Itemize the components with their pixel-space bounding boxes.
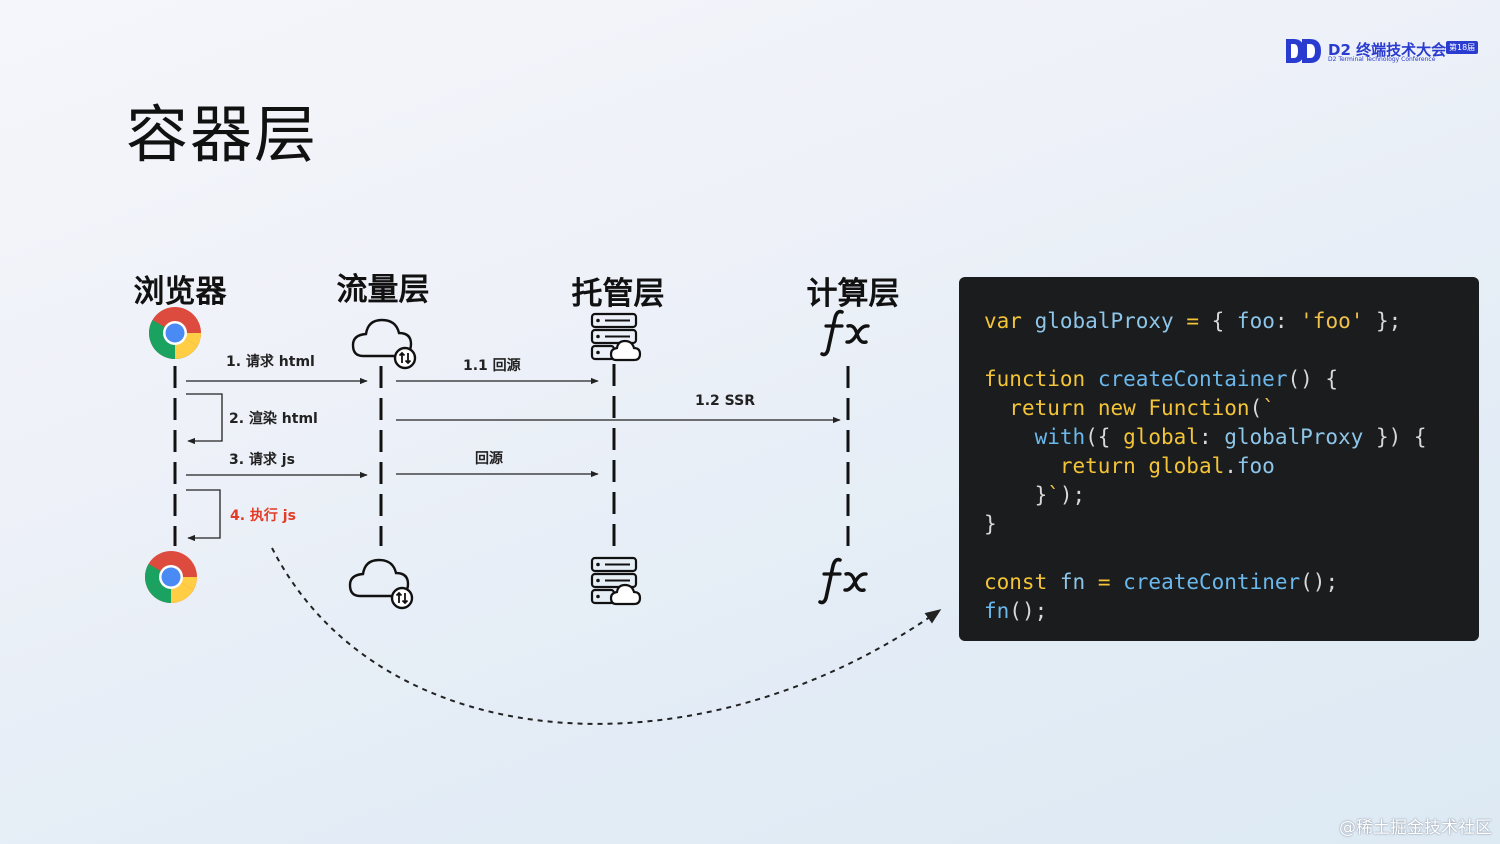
code-line: with({ global: globalProxy }) { xyxy=(984,423,1479,452)
code-line: function createContainer() { xyxy=(984,365,1479,394)
fx-function-icon xyxy=(818,557,868,605)
code-block: var globalProxy = { foo: 'foo' }; functio… xyxy=(984,307,1479,626)
code-token: Function xyxy=(1148,396,1250,420)
code-token: global xyxy=(1123,425,1199,449)
message-request-html: 1. 请求 html xyxy=(226,354,315,370)
message-back-to-origin-2: 回源 xyxy=(475,451,503,467)
code-token: { xyxy=(1198,309,1237,333)
chrome-icon xyxy=(145,551,197,603)
code-token xyxy=(984,454,1060,478)
dashed-curve-to-code xyxy=(271,547,942,725)
code-token: (); xyxy=(1009,599,1048,623)
code-token: ` xyxy=(1047,483,1060,507)
code-token: : xyxy=(1198,425,1225,449)
code-token: : xyxy=(1274,309,1301,333)
code-token: 'foo' xyxy=(1300,309,1364,333)
fx-function-icon xyxy=(820,309,870,357)
code-token xyxy=(984,396,1009,420)
code-token xyxy=(1174,309,1187,333)
message-execute-js: 4. 执行 js xyxy=(230,508,296,524)
code-token: foo xyxy=(1236,454,1275,478)
code-line: const fn = createContiner(); xyxy=(984,568,1479,597)
cloud-sync-icon xyxy=(351,318,417,370)
code-token: (); xyxy=(1300,570,1339,594)
code-token: return xyxy=(1059,454,1136,478)
d2-logo-icon xyxy=(1286,39,1321,63)
code-token xyxy=(1136,454,1149,478)
code-token: createContainer xyxy=(1097,367,1288,391)
code-token: . xyxy=(1224,454,1237,478)
code-token: } xyxy=(984,483,1048,507)
cloud-sync-icon xyxy=(348,558,414,610)
code-token xyxy=(1047,570,1060,594)
server-cloud-icon xyxy=(590,312,642,362)
code-token: foo xyxy=(1236,309,1275,333)
code-token: const xyxy=(984,570,1048,594)
code-panel: var globalProxy = { foo: 'foo' }; functio… xyxy=(959,277,1479,641)
server-cloud-icon xyxy=(590,556,642,606)
message-back-to-origin-1: 1.1 回源 xyxy=(463,358,521,374)
conference-edition-badge: 第18届 xyxy=(1446,41,1479,54)
code-token xyxy=(1085,396,1098,420)
code-line: }`); xyxy=(984,481,1479,510)
code-token: ( xyxy=(1249,396,1263,420)
conference-logo: D2 终端技术大会 第18届 D2 Terminal Technology Co… xyxy=(1284,36,1480,70)
code-token: }) { xyxy=(1363,425,1427,449)
code-token: } xyxy=(984,512,997,536)
code-token: = xyxy=(1186,309,1199,333)
watermark: @稀土掘金技术社区 xyxy=(1339,818,1492,838)
code-line: fn(); xyxy=(984,597,1479,626)
code-token: var xyxy=(984,309,1022,333)
code-token: globalProxy xyxy=(1034,309,1174,333)
code-token xyxy=(1022,309,1035,333)
message-ssr: 1.2 SSR xyxy=(695,393,755,409)
code-line: } xyxy=(984,510,1479,539)
code-line xyxy=(984,336,1479,365)
code-line: return new Function(` xyxy=(984,394,1479,423)
code-token: fn xyxy=(1059,570,1086,594)
code-token: }; xyxy=(1363,309,1402,333)
code-line: return global.foo xyxy=(984,452,1479,481)
code-line xyxy=(984,539,1479,568)
code-token: = xyxy=(1097,570,1111,594)
code-token: function xyxy=(984,367,1086,391)
code-line: var globalProxy = { foo: 'foo' }; xyxy=(984,307,1479,336)
slide-title: 容器层 xyxy=(126,98,319,171)
code-token: with xyxy=(1034,425,1086,449)
code-token: ({ xyxy=(1085,425,1124,449)
code-token xyxy=(984,425,1035,449)
code-token: new xyxy=(1097,396,1136,420)
code-token: fn xyxy=(984,599,1010,623)
code-token: globalProxy xyxy=(1224,425,1364,449)
arrow-render-html xyxy=(186,393,223,445)
code-token xyxy=(1085,367,1098,391)
lane-title-traffic: 流量层 xyxy=(336,272,430,308)
lane-title-hosting: 托管层 xyxy=(571,276,665,312)
message-render-html: 2. 渲染 html xyxy=(229,411,318,427)
code-token xyxy=(1136,396,1149,420)
code-token: ); xyxy=(1059,483,1086,507)
code-token: global xyxy=(1148,454,1225,478)
message-request-js: 3. 请求 js xyxy=(229,452,295,468)
code-token xyxy=(1110,570,1123,594)
code-token: return xyxy=(1009,396,1086,420)
arrow-execute-js xyxy=(186,489,221,542)
lane-title-compute: 计算层 xyxy=(806,276,900,312)
chrome-icon xyxy=(149,307,201,359)
conference-name: D2 终端技术大会 xyxy=(1328,41,1447,59)
code-token: ` xyxy=(1262,396,1275,420)
code-token: () { xyxy=(1287,367,1339,391)
lane-title-browser: 浏览器 xyxy=(133,274,227,310)
code-token: createContiner xyxy=(1123,570,1301,594)
conference-subtitle: D2 Terminal Technology Conference xyxy=(1328,56,1436,63)
code-token xyxy=(1085,570,1098,594)
